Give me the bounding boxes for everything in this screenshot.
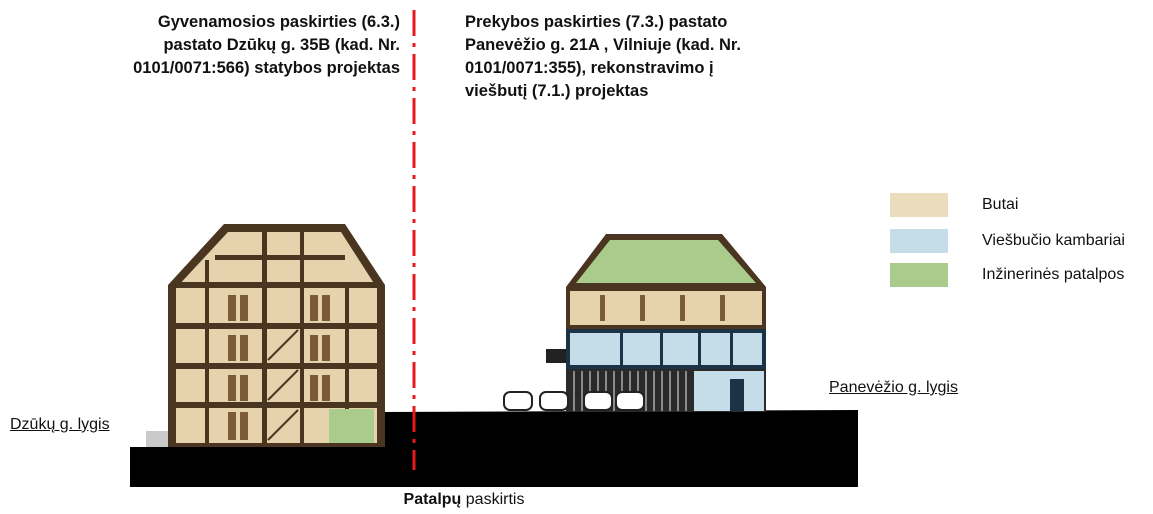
hotel-top-windows xyxy=(600,295,725,321)
residential-floor-slabs xyxy=(176,255,377,408)
hotel-top-floor-fill xyxy=(570,291,762,325)
hotel-building xyxy=(503,234,766,412)
residential-engineering-room xyxy=(329,409,374,443)
ground-terrain xyxy=(130,410,858,487)
dzuku-street-level-label: Dzūkų g. lygis xyxy=(10,416,110,433)
hotel-roof-fill xyxy=(576,240,756,283)
caption-bold: Patalpų xyxy=(403,491,462,508)
street-bollard xyxy=(146,431,168,447)
hotel-rooms-fill xyxy=(570,333,762,365)
legend-label-hotel-rooms: Viešbučio kambariai xyxy=(982,232,1125,249)
right-project-title: Prekybos paskirties (7.3.) pastato Panev… xyxy=(465,13,742,100)
residential-walls xyxy=(205,232,349,443)
hotel-balcony xyxy=(546,349,566,363)
legend-swatch-hotel-rooms xyxy=(890,229,948,253)
legend-label-apartments: Butai xyxy=(982,196,1019,213)
legend-swatch-apartments xyxy=(890,193,948,217)
hotel-lobby-door xyxy=(730,379,744,411)
panevezio-street-level-label: Panevėžio g. lygis xyxy=(829,379,958,396)
legend-swatch-engineering xyxy=(890,263,948,287)
hotel-lobby xyxy=(694,371,764,411)
residential-windows xyxy=(228,295,330,440)
residential-stairs xyxy=(267,329,299,441)
diagram-caption: Patalpų paskirtis xyxy=(0,491,928,509)
residential-building xyxy=(168,224,385,447)
parked-cars xyxy=(503,391,645,411)
hotel-room-walls xyxy=(620,333,733,365)
legend-label-engineering: Inžinerinės patalpos xyxy=(982,266,1125,283)
caption-rest: paskirtis xyxy=(461,491,525,508)
left-project-title: Gyvenamosios paskirties (6.3.) pastato D… xyxy=(133,13,400,77)
